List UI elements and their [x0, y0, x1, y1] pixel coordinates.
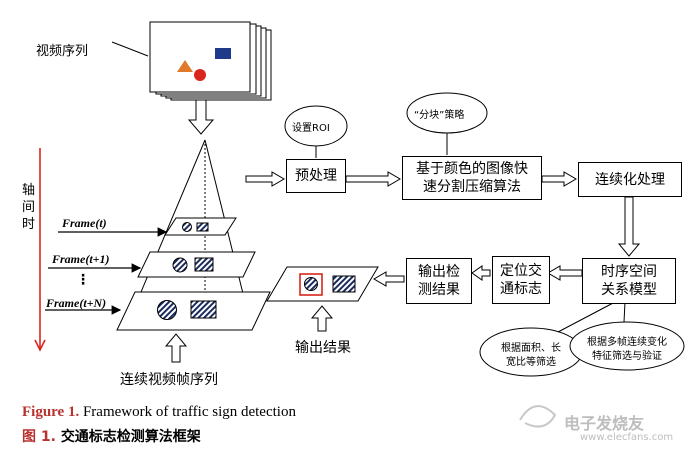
triangle-shape	[177, 60, 193, 72]
output-result-label: 输出结果	[295, 340, 351, 356]
caption-en-text: Framework of traffic sign detection	[82, 404, 296, 420]
caption-cn-text: 交通标志检测算法框架	[60, 429, 201, 445]
spatiotemporal-text: 时序空间 关系模型	[601, 264, 657, 298]
time-axis-label: 轴 间 时	[22, 183, 36, 232]
continuous-processing-box: 连续化处理	[578, 162, 682, 197]
frame-label-t1: Frame(t+1)	[52, 252, 110, 266]
preprocess-box: 预处理	[286, 159, 346, 193]
preprocess-text: 预处理	[295, 168, 337, 184]
video-frame-stack	[149, 21, 272, 101]
square-shape	[215, 48, 231, 59]
block-bubble-text: “分块”策略	[414, 110, 465, 121]
circle-shape	[194, 69, 206, 81]
locate-text: 定位交 通标志	[500, 263, 542, 297]
frame-pyramid	[116, 139, 271, 331]
video-sequence-label: 视频序列	[36, 44, 89, 59]
watermark-text: 电子发烧友	[564, 414, 645, 433]
caption-cn-prefix: 图 1.	[22, 429, 56, 445]
label-leader-line	[111, 41, 149, 57]
compression-box: 基于颜色的图像快 速分割压缩算法	[402, 156, 542, 200]
frame-ellipsis: ⋮	[76, 272, 90, 288]
spatiotemporal-box: 时序空间 关系模型	[582, 258, 676, 304]
output-detect-box: 输出检 测结果	[406, 258, 472, 304]
caption-english: Figure 1. Framework of traffic sign dete…	[22, 404, 296, 421]
filter-area-text: 根据面积、长 宽比等筛选	[501, 343, 561, 368]
continuous-frames-label: 连续视频帧序列	[120, 372, 218, 388]
compression-text: 基于颜色的图像快 速分割压缩算法	[416, 161, 528, 195]
output-detect-text: 输出检 测结果	[418, 264, 460, 298]
output-frame	[266, 266, 379, 302]
watermark-logo	[519, 405, 557, 428]
hollow-arrow-down	[187, 99, 215, 135]
frame-label-t: Frame(t)	[62, 216, 107, 230]
filter-multi-bubble	[569, 321, 685, 371]
continuous-processing-text: 连续化处理	[595, 171, 665, 188]
hollow-arrow-right	[245, 171, 285, 187]
watermark-url: www.elecfans.com	[580, 432, 674, 443]
caption-en-prefix: Figure 1.	[22, 404, 80, 420]
filter-multi-text: 根据多帧连续变化 特征筛选与验证	[587, 337, 667, 362]
frame-label-tn: Frame(t+N)	[46, 296, 107, 310]
roi-bubble-text: 设置ROI	[292, 123, 330, 134]
locate-box: 定位交 通标志	[492, 256, 550, 304]
detection-box	[299, 273, 323, 296]
caption-chinese: 图 1. 交通标志检测算法框架	[22, 426, 201, 446]
